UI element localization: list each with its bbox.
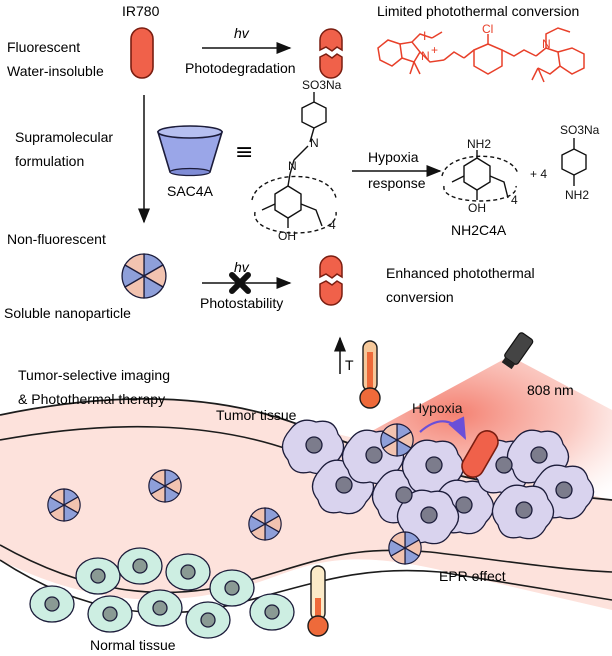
sac4a-structure xyxy=(251,92,337,234)
supramolecular-label: Supramolecular xyxy=(15,129,113,145)
sac4a-so3na: SO3Na xyxy=(302,78,342,92)
ir780-chlorine: Cl xyxy=(482,22,493,36)
activated-capsule-icon xyxy=(319,255,343,306)
photodegradation-label: Photodegradation xyxy=(185,60,296,76)
epr-effect-label: EPR effect xyxy=(439,568,506,584)
ir780-capsule-icon xyxy=(130,27,154,79)
nh2c4a-oh: OH xyxy=(468,201,486,215)
equiv-symbol: ≡ xyxy=(235,140,253,165)
laser-device-icon xyxy=(501,332,534,370)
photostability-label: Photostability xyxy=(200,295,283,311)
hypoxia-response-title: Hypoxia xyxy=(368,149,419,165)
ir780-n-left: N xyxy=(421,49,430,63)
tumor-tissue-label: Tumor tissue xyxy=(216,407,297,423)
ir780-label: IR780 xyxy=(122,3,160,19)
sulfanilate-nh2: NH2 xyxy=(565,188,589,202)
plus-four: + 4 xyxy=(530,167,547,181)
vessel-nanoparticles xyxy=(47,423,422,565)
laser-wavelength-label: 808 nm xyxy=(527,382,574,398)
sac4a-n1: N xyxy=(310,136,319,150)
enhanced-conversion-label-1: Enhanced photothermal xyxy=(386,265,535,281)
formulation-label: formulation xyxy=(15,153,84,169)
nh2c4a-repeat: 4 xyxy=(511,193,518,207)
hv-label-top: hv xyxy=(234,25,250,41)
blocked-x-icon xyxy=(229,272,251,294)
soluble-nanoparticle-label: Soluble nanoparticle xyxy=(4,305,131,321)
normal-tissue-label: Normal tissue xyxy=(90,637,176,653)
ir780-charge: + xyxy=(431,43,438,57)
temperature-label: T xyxy=(345,357,354,373)
limited-conversion-label: Limited photothermal conversion xyxy=(377,3,579,19)
hypoxia-response-label: response xyxy=(368,175,426,191)
enhanced-conversion-label-2: conversion xyxy=(386,289,454,305)
hypoxia-curved-arrow xyxy=(419,416,466,440)
water-insoluble-label: Water-insoluble xyxy=(7,63,104,79)
ir780-n-right: N xyxy=(542,37,551,51)
nanoparticle-icon xyxy=(121,253,167,299)
thermometer-hot-icon xyxy=(359,340,381,409)
ir780-structure xyxy=(377,27,585,83)
sac4a-oh: OH xyxy=(278,229,296,243)
fluorescent-label: Fluorescent xyxy=(7,39,80,55)
non-fluorescent-label: Non-fluorescent xyxy=(7,231,106,247)
tumor-capsule-icon xyxy=(461,430,499,478)
ir780-iodide: I xyxy=(423,29,426,43)
sulfanilate-so3na: SO3Na xyxy=(560,123,600,137)
nh2c4a-nh2: NH2 xyxy=(467,137,491,151)
degraded-capsule-icon xyxy=(319,28,343,79)
tumor-imaging-label-2: & Photothermal therapy xyxy=(18,391,165,407)
normal-cell-cluster xyxy=(29,547,295,639)
hv-label-lower: hv xyxy=(234,259,250,275)
sac4a-cup-icon xyxy=(156,125,224,177)
tumor-imaging-label-1: Tumor-selective imaging xyxy=(18,367,170,383)
thermometer-normal-icon xyxy=(307,565,329,637)
sac4a-n2: N xyxy=(288,159,297,173)
sulfanilate-structure xyxy=(561,138,587,186)
hypoxia-scene-label: Hypoxia xyxy=(412,400,463,416)
sac4a-repeat: 4 xyxy=(329,218,336,232)
nh2c4a-label: NH2C4A xyxy=(451,222,507,238)
nh2c4a-structure xyxy=(441,150,519,202)
sac4a-label: SAC4A xyxy=(167,183,214,199)
